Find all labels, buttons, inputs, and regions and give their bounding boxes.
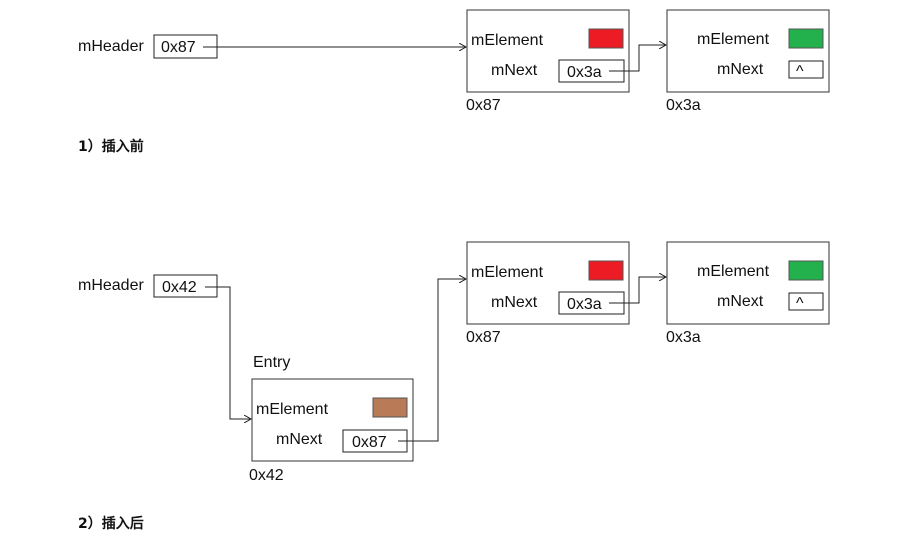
after-node-b [666,241,830,325]
after-node-b-address: 0x3a [666,329,701,346]
before-node-a-address: 0x87 [466,97,501,114]
before-node-b-next-box [788,60,824,79]
after-entry-next-value: 0x87 [352,434,387,451]
before-header-value: 0x87 [161,39,196,56]
after-caption: 2）插入后 [78,515,144,532]
after-node-b-next-box [788,292,824,311]
before-node-a-next-label: mNext [491,62,538,79]
before-node-b-next-value: ^ [796,63,804,80]
after-entry-next-label: mNext [276,431,323,448]
after-entry-address: 0x42 [249,467,284,484]
before-node-b-element-label: mElement [697,31,770,48]
after-header-label: mHeader [78,277,144,294]
after-node-b-next-value: ^ [796,295,804,312]
after-header-value: 0x42 [162,279,197,296]
after-entry-next-arrow [398,279,466,442]
after-node-a-element-swatch [588,260,624,281]
after-node-a-element-label: mElement [471,264,544,281]
before-node-b-next-label: mNext [717,61,764,78]
after-node-a-next-label: mNext [491,294,538,311]
after-header-pointer-box [153,274,218,298]
after-section: mHeader 0x42 Entry mElement mNext 0x87 0… [78,241,830,532]
before-caption: 1）插入前 [78,138,144,155]
before-node-b [666,9,830,93]
after-node-b-element-label: mElement [697,263,770,280]
after-node-b-element-swatch [788,260,824,281]
after-entry-title: Entry [253,354,290,371]
before-node-a-next-arrow [609,45,666,72]
after-entry-element-swatch [372,397,408,418]
before-section: mHeader 0x87 mElement mNext 0x3a 0x87 mE… [78,9,830,155]
before-node-a-element-label: mElement [471,32,544,49]
before-node-a-next-value: 0x3a [567,64,602,81]
before-node-b-address: 0x3a [666,97,701,114]
after-node-a-next-value: 0x3a [567,296,602,313]
after-node-b-next-label: mNext [717,293,764,310]
after-entry-element-label: mElement [256,401,329,418]
after-header-arrow [205,286,251,419]
after-node-a-next-arrow [609,277,666,304]
before-node-b-element-swatch [788,28,824,49]
after-node-a-address: 0x87 [466,329,501,346]
before-node-a-element-swatch [588,28,624,49]
before-header-label: mHeader [78,38,144,55]
